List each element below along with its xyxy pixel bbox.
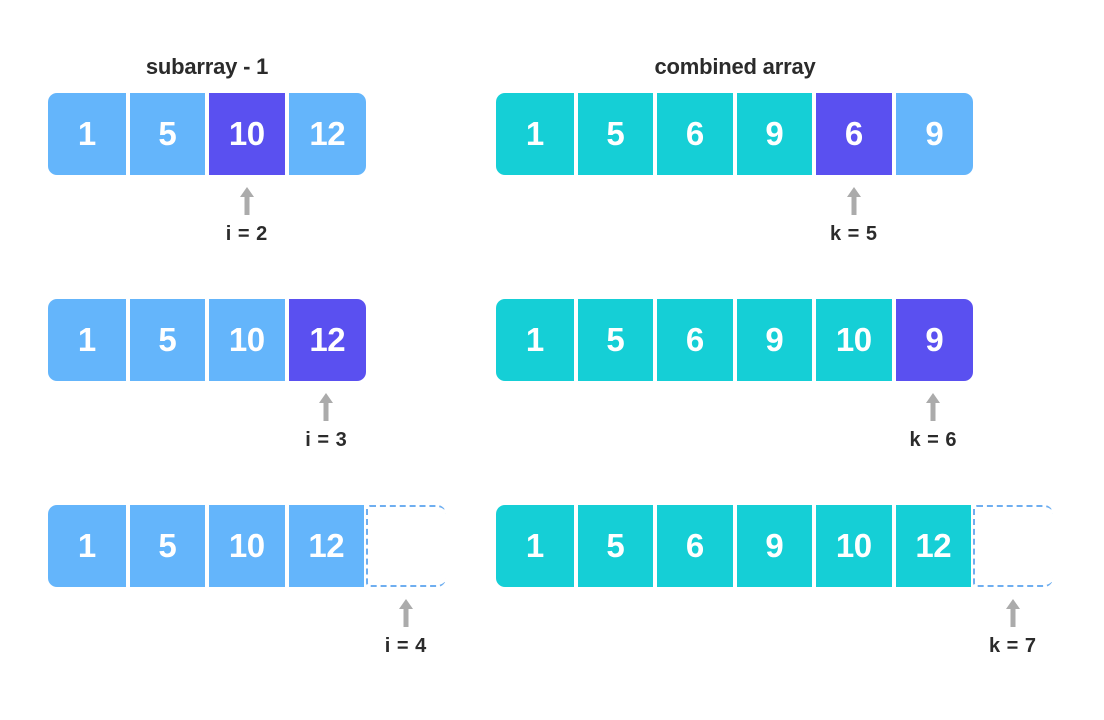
array-cell: 10 xyxy=(207,299,287,381)
array-cell: 10 xyxy=(814,299,894,381)
index-pointer-label: i = 2 xyxy=(225,223,268,245)
array-cell: 1 xyxy=(496,299,576,381)
array-cell: 5 xyxy=(127,93,207,175)
array-cell: 12 xyxy=(286,299,366,381)
array-cell: 9 xyxy=(893,93,973,175)
index-pointer-label: k = 6 xyxy=(909,429,958,451)
up-arrow-icon xyxy=(846,187,861,215)
right-column-title: combined array xyxy=(654,54,816,79)
index-pointer: k = 6 xyxy=(873,393,993,452)
array-cell: 6 xyxy=(655,93,735,175)
index-pointer: k = 5 xyxy=(794,187,914,246)
array-cell: 1 xyxy=(48,93,128,175)
array-cell: 5 xyxy=(575,93,655,175)
up-arrow-icon xyxy=(1005,599,1020,627)
up-arrow-icon xyxy=(398,599,413,627)
array-cell: 12 xyxy=(286,93,366,175)
array-cell: 9 xyxy=(734,93,814,175)
index-pointer: i = 4 xyxy=(346,599,466,658)
up-arrow-icon xyxy=(239,187,254,215)
array-cell: 5 xyxy=(575,505,655,587)
array-cell: 1 xyxy=(48,299,128,381)
index-pointer-label: i = 4 xyxy=(384,635,427,657)
array-cell: 10 xyxy=(207,93,287,175)
array-cell: 9 xyxy=(893,299,973,381)
array-cell: 6 xyxy=(814,93,894,175)
array-cell: 5 xyxy=(127,505,207,587)
array-cell: 10 xyxy=(207,505,287,587)
index-pointer-label: k = 5 xyxy=(829,223,878,245)
array-cell: 6 xyxy=(655,299,735,381)
index-pointer-label: i = 3 xyxy=(305,429,348,451)
array-cell: 5 xyxy=(127,299,207,381)
array-cell: 10 xyxy=(814,505,894,587)
array-cell: 1 xyxy=(496,505,576,587)
index-pointer: i = 2 xyxy=(187,187,307,246)
array-cell: 12 xyxy=(286,505,366,587)
up-arrow-icon xyxy=(319,393,334,421)
array-cell: 5 xyxy=(575,299,655,381)
array-cell-empty xyxy=(366,505,446,587)
array-cell: 9 xyxy=(734,299,814,381)
left-column-title: subarray - 1 xyxy=(145,54,269,79)
index-pointer-label: k = 7 xyxy=(988,635,1037,657)
index-pointer: i = 3 xyxy=(266,393,386,452)
array-cell: 9 xyxy=(734,505,814,587)
array-cell-empty xyxy=(973,505,1053,587)
up-arrow-icon xyxy=(926,393,941,421)
array-cell: 1 xyxy=(48,505,128,587)
array-cell: 12 xyxy=(893,505,973,587)
array-cell: 6 xyxy=(655,505,735,587)
index-pointer: k = 7 xyxy=(953,599,1073,658)
array-cell: 1 xyxy=(496,93,576,175)
